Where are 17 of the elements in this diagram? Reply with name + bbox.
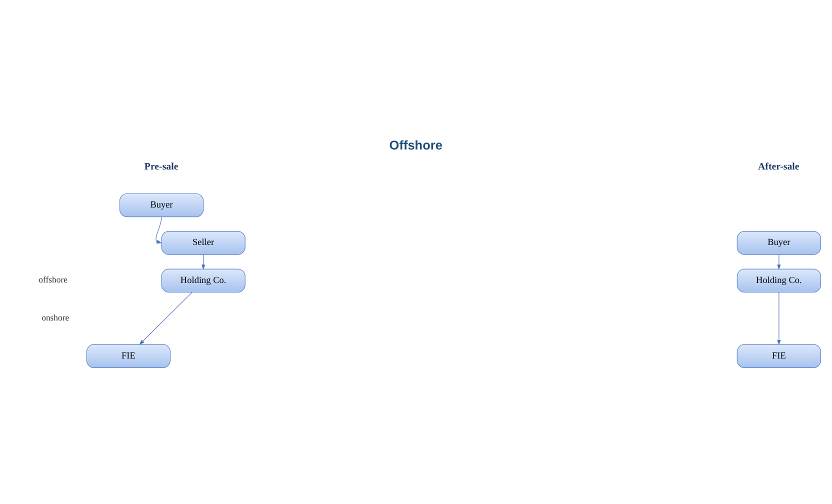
arrow (777, 292, 781, 345)
label: offshore (38, 274, 68, 284)
label: onshore (42, 312, 70, 322)
diagram-title: Offshore (389, 136, 442, 152)
node-box: Seller (161, 230, 246, 254)
arrow (156, 216, 162, 243)
label: Pre-sale (144, 160, 178, 172)
node-box: Buyer (736, 230, 821, 254)
node-box: Buyer (120, 192, 204, 217)
label: After-sale (758, 160, 800, 172)
node-box: FIE (736, 344, 821, 368)
arrow (202, 254, 206, 270)
arrow (777, 254, 781, 270)
node-box: Holding Co. (736, 268, 821, 292)
node-box: FIE (86, 344, 171, 368)
node-box: Holding Co. (161, 268, 246, 292)
arrow (139, 292, 192, 344)
